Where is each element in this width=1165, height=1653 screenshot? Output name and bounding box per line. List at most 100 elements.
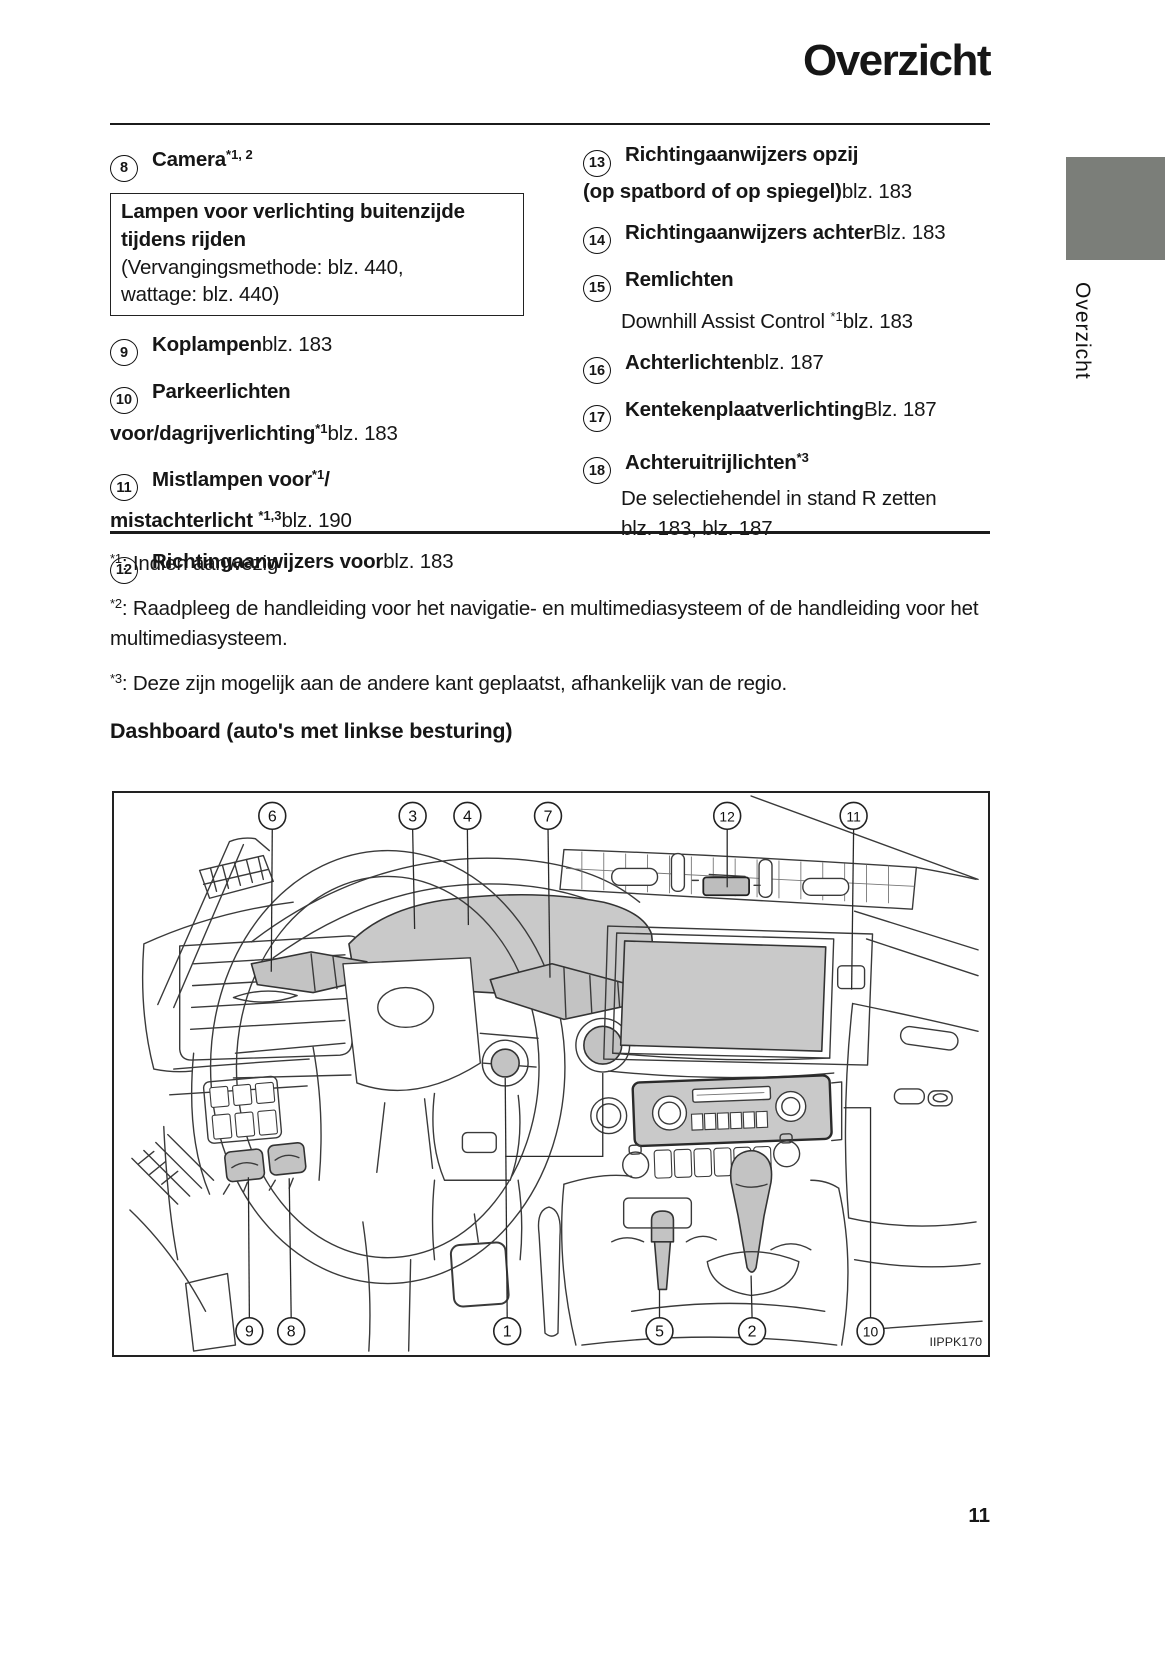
chapter-side-label: Overzicht — [1071, 282, 1094, 380]
legend-text: Downhill Assist Control — [621, 309, 831, 333]
legend-text: Achteruitrijlichten — [625, 450, 797, 474]
legend-text: / — [324, 467, 330, 491]
glovebox-handle — [893, 1088, 925, 1105]
callout-number-12: 12 — [719, 808, 735, 824]
callout-leader — [411, 828, 416, 930]
callout-leader — [247, 1177, 251, 1319]
callout-circle-11 — [839, 801, 868, 831]
footnote-text: : Deze zijn mogelijk aan de andere kant … — [121, 672, 788, 695]
callout-circle-2 — [737, 1316, 767, 1346]
callout-leader — [750, 1275, 753, 1319]
legend-text: Parkeerlichten — [152, 380, 291, 403]
footnotes: *1: Indien aanwezig*2: Raadpleeg de hand… — [110, 544, 1008, 709]
page-title: Overzicht — [802, 36, 992, 85]
item-number-badge: 18 — [583, 457, 611, 484]
page-number: 11 — [968, 1504, 990, 1527]
callout-number-1: 1 — [503, 1324, 512, 1341]
callout-leader — [505, 1073, 604, 1158]
footnote-ref: *1 — [311, 466, 325, 482]
callout-circle-12 — [712, 801, 742, 831]
footnote-ref: *3 — [796, 449, 809, 465]
callout-circle-8 — [276, 1316, 306, 1346]
chapter-tab — [1066, 157, 1165, 260]
callout-number-6: 6 — [268, 808, 277, 825]
item-number-badge: 12 — [110, 556, 138, 584]
item-number-badge: 8 — [110, 154, 138, 182]
legend-item-12: 12 Richtingaanwijzers voorblz. 183 — [110, 547, 524, 584]
headlight-leveling-switch — [224, 1148, 266, 1183]
item-number-badge: 17 — [583, 404, 611, 432]
footnote-ref: *1, 2 — [226, 147, 253, 162]
footnote-ref: *1 — [315, 420, 328, 436]
title-divider — [110, 123, 990, 125]
legend-text: Blz. 183 — [872, 220, 946, 244]
callout-leader — [270, 828, 273, 972]
legend-item-14: 14 Richtingaanwijzers achterBlz. 183 — [583, 218, 990, 254]
callout-number-10: 10 — [863, 1324, 879, 1340]
callout-leader — [547, 828, 551, 978]
note-box-text: wattage: blz. 440) — [121, 282, 280, 306]
section-divider — [110, 531, 990, 534]
footnote-text: : Indien aanwezig — [121, 552, 279, 575]
callout-number-2: 2 — [748, 1324, 757, 1341]
accelerator-pedal — [537, 1206, 561, 1337]
item-number-badge: 14 — [583, 227, 611, 254]
callout-circle-5 — [645, 1316, 674, 1346]
legend-text: Blz. 187 — [864, 398, 937, 421]
legend-text: blz. 183, blz. 187 — [621, 517, 773, 540]
item-number-badge: 9 — [110, 339, 138, 366]
callout-circle-7 — [533, 801, 563, 831]
legend-text: blz. 183 — [383, 550, 454, 573]
callout-leader — [850, 828, 855, 990]
footnote-text: : Raadpleeg de handleiding voor het navi… — [110, 597, 979, 650]
footnote-ref: *1 — [830, 308, 843, 324]
callout-number-3: 3 — [408, 808, 417, 825]
legend-text: blz. 183 — [841, 179, 913, 203]
legend-text: blz. 187 — [753, 350, 824, 374]
legend-item-18: 18 Achteruitrijlichten*3 De selectiehendel… — [583, 443, 990, 545]
callout-number-4: 4 — [463, 808, 472, 825]
steering-wheel — [209, 849, 566, 1285]
footnote-marker: *3 — [110, 671, 122, 686]
callout-circle-9 — [235, 1316, 264, 1346]
legend-text: blz. 183 — [261, 332, 333, 356]
legend-text: Remlichten — [625, 268, 734, 291]
legend-text: Richtingaanwijzers achter — [625, 220, 873, 244]
legend-text: mistachterlicht — [110, 509, 259, 532]
item-number-badge: 10 — [110, 386, 138, 414]
callout-circle-3 — [398, 801, 427, 831]
legend-text: Achterlichten — [625, 350, 754, 374]
item-number-badge: 16 — [583, 357, 611, 384]
callout-circle-4 — [453, 801, 482, 831]
callout-circle-1 — [492, 1316, 522, 1346]
legend-text: blz. 183 — [842, 309, 913, 333]
legend-text: blz. 190 — [281, 509, 352, 532]
section-heading: Dashboard (auto's met linkse besturing) — [110, 719, 513, 743]
note-box-text: (Vervangingsmethode: blz. 440, — [121, 255, 404, 279]
callout-number-11: 11 — [846, 808, 861, 824]
gear-lever — [729, 1149, 773, 1273]
legend-text: (op spatbord of op spiegel) — [583, 179, 842, 203]
mirror-switch — [267, 1142, 307, 1176]
item-number-badge: 15 — [583, 274, 611, 302]
legend-item-16: 16 Achterlichtenblz. 187 — [583, 348, 990, 384]
footnote: *3: Deze zijn mogelijk aan de andere kan… — [110, 664, 1008, 699]
legend-text: De selectiehendel in stand R zetten — [621, 487, 937, 510]
legend-text: Mistlampen voor — [152, 467, 312, 491]
dash-knob — [583, 1025, 623, 1065]
multimedia-screen — [619, 940, 827, 1052]
callout-number-9: 9 — [245, 1324, 254, 1341]
callout-leader — [466, 828, 470, 926]
note-box-title: Lampen voor verlichting buitenzijde — [121, 199, 465, 223]
legend-text: blz. 183 — [327, 421, 398, 445]
ignition-switch — [490, 1048, 520, 1078]
legend-text: Richtingaanwijzers voor — [152, 550, 384, 573]
